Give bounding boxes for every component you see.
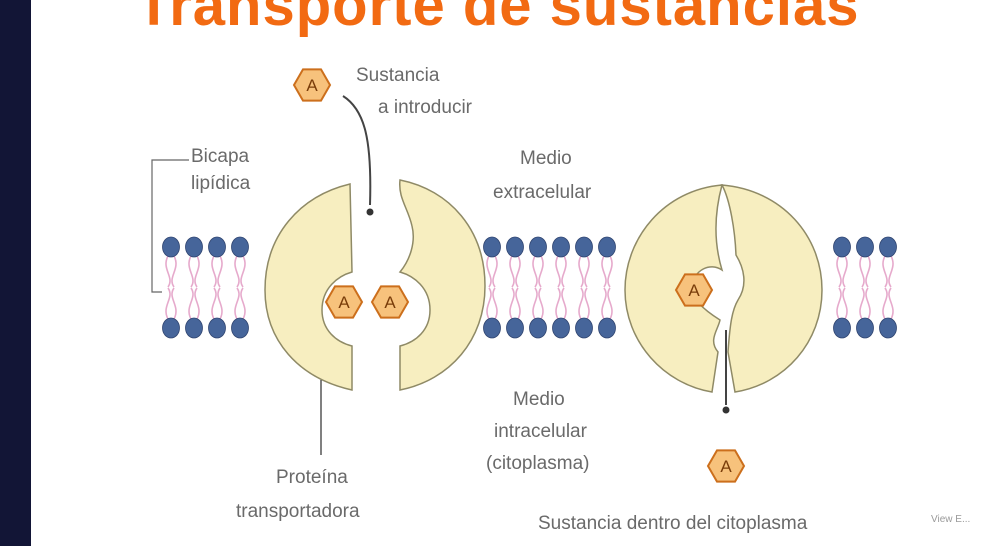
phospholipid-head <box>484 318 501 338</box>
molecule-letter: A <box>338 293 350 312</box>
substance-a-molecule: A <box>326 286 362 317</box>
lipid-tail <box>602 256 612 319</box>
substance-a-molecule: A <box>676 274 712 305</box>
lipid-tail <box>860 256 870 319</box>
molecule-letter: A <box>306 76 318 95</box>
image-credit: View E... <box>931 514 970 525</box>
phospholipid-head <box>530 318 547 338</box>
phospholipid-head <box>530 237 547 257</box>
lipid-tail <box>212 256 222 319</box>
label-extracelular-2: extracelular <box>493 181 591 204</box>
phospholipid-head <box>880 318 897 338</box>
phospholipid-head <box>599 318 616 338</box>
lipid-tail <box>837 256 847 319</box>
phospholipid-head <box>163 237 180 257</box>
phospholipid-head <box>186 237 203 257</box>
lipid-tail <box>556 256 566 319</box>
phospholipid-head <box>186 318 203 338</box>
lipid-tail <box>579 256 589 319</box>
phospholipid-head <box>209 318 226 338</box>
label-proteina-1: Proteína <box>276 466 348 489</box>
phospholipid-head <box>857 318 874 338</box>
lipid-tail <box>883 256 893 319</box>
transport-protein-left <box>265 180 485 390</box>
label-bicapa-2: lipídica <box>191 172 250 195</box>
phospholipid-head <box>484 237 501 257</box>
phospholipid-head <box>880 237 897 257</box>
phospholipid-head <box>163 318 180 338</box>
molecule-letter: A <box>720 457 732 476</box>
lipid-tail <box>235 256 245 319</box>
phospholipid-head <box>857 237 874 257</box>
phospholipid-head <box>553 318 570 338</box>
molecule-letter: A <box>384 293 396 312</box>
label-intracelular-3: (citoplasma) <box>486 452 589 475</box>
phospholipid-head <box>834 237 851 257</box>
lipid-tail <box>533 256 543 319</box>
phospholipid-head <box>553 237 570 257</box>
substance-a-molecule: A <box>372 286 408 317</box>
label-bicapa-1: Bicapa <box>191 145 249 168</box>
lipid-tail <box>510 256 520 319</box>
protein-right-half <box>400 180 485 390</box>
protein-right-body-2 <box>722 185 822 392</box>
substance-a-molecule: A <box>708 450 744 481</box>
phospholipid-head <box>576 318 593 338</box>
label-sustancia-1: Sustancia <box>356 64 439 87</box>
substance-a-molecule: A <box>294 69 330 100</box>
molecule-letter: A <box>688 281 700 300</box>
transport-protein-right <box>625 185 822 392</box>
phospholipid-head <box>576 237 593 257</box>
label-extracelular-1: Medio <box>520 147 572 170</box>
label-sustancia-dentro: Sustancia dentro del citoplasma <box>538 512 807 535</box>
phospholipid-head <box>507 237 524 257</box>
lipid-tail <box>487 256 497 319</box>
bilayer-segment <box>484 237 616 338</box>
phospholipid-head <box>232 237 249 257</box>
lipid-tail <box>189 256 199 319</box>
bilayer-segment <box>834 237 897 338</box>
label-intracelular-2: intracelular <box>494 420 587 443</box>
phospholipid-head <box>232 318 249 338</box>
label-proteina-2: transportadora <box>236 500 360 523</box>
lipid-tail <box>166 256 176 319</box>
phospholipid-head <box>209 237 226 257</box>
phospholipid-head <box>834 318 851 338</box>
phospholipid-head <box>599 237 616 257</box>
phospholipid-head <box>507 318 524 338</box>
bilayer-bracket <box>152 160 189 292</box>
bilayer-segment <box>163 237 249 338</box>
label-sustancia-2: a introducir <box>378 96 472 119</box>
label-intracelular-1: Medio <box>513 388 565 411</box>
